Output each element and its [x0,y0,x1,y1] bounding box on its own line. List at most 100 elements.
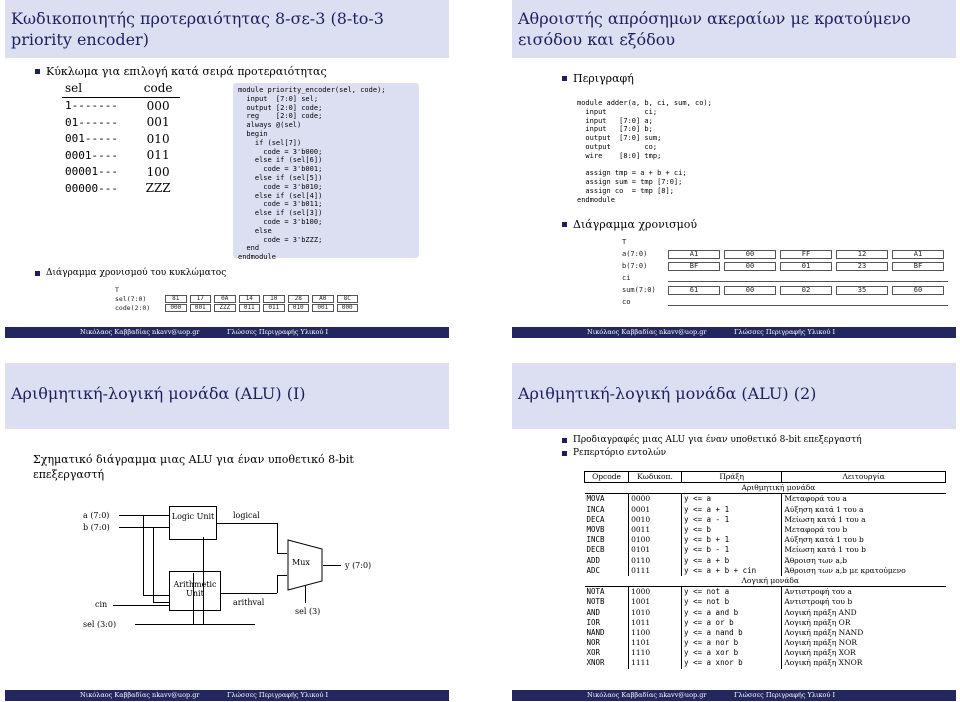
b-value: 01 [780,262,832,271]
section-spacer [628,482,682,495]
opcode-cell: NAND [586,627,605,637]
cin-label: cin [95,600,108,609]
bullet-timing: Διάγραμμα χρονισμού του κυκλώματος [35,268,226,278]
b-value: 23 [836,262,888,271]
a-value: A1 [668,250,720,259]
bullet-repertoire: Ρεπερτόριο εντολών [562,448,666,458]
code-line: always @(sel) [238,121,302,130]
timing-signal-label: T [115,286,119,294]
opcode-cell: INCB [586,535,605,545]
sel-cell: 1------- [65,99,118,113]
sum-value: 61 [668,286,720,295]
function-cell: Λογική πράξη OR [781,617,946,628]
operation-cell: y <= b [680,524,782,536]
operation-cell: y <= a xor b [680,648,782,659]
opcode-cell: MOVB [586,525,605,535]
bullet-circuit: Κύκλωμα για επιλογή κατά σειρά προτεραιό… [35,65,327,78]
code-line: else if (sel[6]) [238,156,323,165]
code-line: input [7:0] a; [577,116,653,125]
code-cell: 0011 [628,524,682,536]
code-line: module priority_encoder(sel, code); [238,86,386,94]
code-line: code = 3'b001; [238,165,323,174]
sel-value: A0 [312,295,334,303]
code-value: 010 [287,304,309,312]
sel-cell: 001----- [65,132,118,146]
code-line: end [238,244,260,253]
sum-value: 60 [892,286,944,295]
sel-cell: 01------ [65,115,118,129]
slide-title: Αθροιστής απρόσημων ακεραίων με κρατούμε… [512,0,956,58]
code-cell: 1100 [628,627,682,638]
code-value: 011 [238,304,260,312]
output-y-label: y (7:0) [345,561,372,570]
code-line: else if (sel[4]) [238,191,323,200]
a-value: 12 [836,250,888,259]
bullet-icon [562,222,567,227]
function-cell: Άθροιση των a,b με κρατούμενο [781,565,946,576]
timing-signal-label: sum(7:0) [622,286,656,294]
code-line: code = 3'b000; [238,147,323,156]
function-cell: Μείωση κατά 1 του a [781,514,946,525]
co-waveform [668,305,948,306]
a-value: FF [780,250,832,259]
sel-value: 81 [165,295,187,303]
slide-title: Αριθμητική-λογική μονάδα (ALU) (2) [512,363,956,429]
code-line: output [2:0] code; [238,103,323,112]
function-cell: Αύξηση κατά 1 του a [781,504,946,515]
operation-cell: y <= a + b [680,555,782,566]
code-line: input [7:0] b; [577,125,653,134]
code-cell: 1010 [628,607,682,618]
code-cell: 1011 [628,617,682,628]
sel-label: sel (3:0) [83,620,117,629]
operation-cell: y <= a xnor b [680,658,782,669]
timing-signal-label: a(7:0) [622,250,648,258]
code-cell: 001 [146,115,170,130]
opcode-cell: NOTA [586,587,605,597]
code-cell: 1110 [628,648,682,659]
column-header: Κωδικοπ. [628,470,682,484]
code-cell: 1001 [628,597,682,608]
function-cell: Άθροιση των a,b [781,555,946,566]
opcode-cell: XOR [586,648,601,658]
function-cell: Λογική πράξη NOR [781,638,946,649]
opcode-cell: ADC [586,565,601,575]
verilog-code-block: module priority_encoder(sel, code); inpu… [233,83,419,261]
code-cell: 011 [146,148,170,163]
operation-cell: y <= a - 1 [680,514,782,525]
code-line: output [7:0] sum; [577,134,662,143]
section-title: Λογική μονάδα [681,575,946,588]
function-cell: Αύξηση κατά 1 του b [781,535,946,546]
opcode-cell: NOTB [586,597,605,607]
bullet-icon [562,450,567,456]
table-row: 00001---100 [62,164,180,181]
section-spacer [628,575,682,588]
code-line: input ci; [577,107,658,116]
code-cell: 000 [146,98,170,113]
diagram-caption: Σχηματικό διάγραμμα μιας ALU για έναν υπ… [33,453,354,481]
function-cell: Μεταφορά του b [781,524,946,536]
table-row: 00000---ZZZ [62,180,180,197]
opcode-cell: IOR [586,617,601,627]
operation-cell: y <= a or b [680,617,782,628]
sel-value: 14 [238,295,260,303]
column-header: Opcode [583,470,630,484]
function-cell: Λογική πράξη XOR [781,648,946,659]
operation-cell: y <= a [680,493,782,505]
sel-cell: 00000--- [65,181,118,195]
operation-cell: y <= a nor b [680,638,782,649]
operation-cell: y <= a + 1 [680,504,782,515]
opcode-cell: DECB [586,545,605,555]
operation-cell: y <= b + 1 [680,535,782,546]
